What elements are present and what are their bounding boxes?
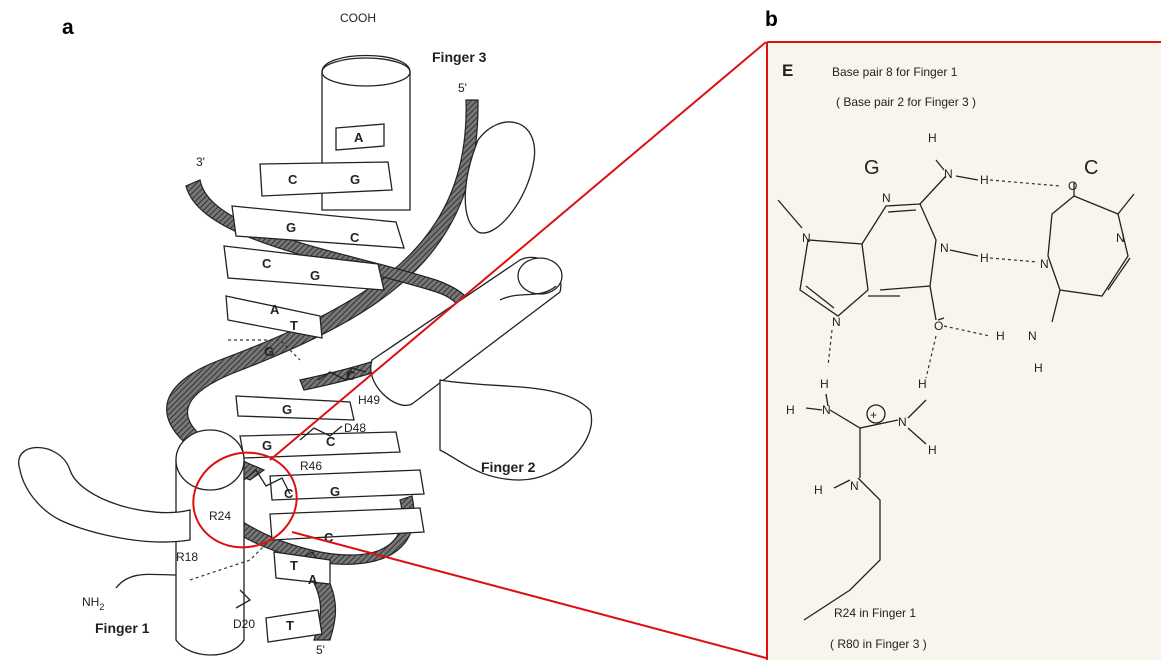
base-letter: T [286,618,294,633]
base-letter: C [288,172,298,187]
atom-label: N [940,241,949,255]
atom-label: O [1068,179,1077,193]
atom-label: H [928,131,937,145]
base-g-label: G [864,157,880,179]
base-letter: G [262,438,272,453]
nh2-label: NH2 [82,595,104,612]
base-letter: G [264,344,274,359]
cooh-label: COOH [340,11,376,25]
panel-b: b E Base pair 8 for Finger 1 ( Base pair… [765,8,1161,660]
atom-label: H [918,377,927,391]
finger2-label: Finger 2 [481,459,536,475]
base-letter: G [286,220,296,235]
atom-label: H [980,251,989,265]
atom-label: N [882,191,891,205]
base-pair-slab [266,610,322,642]
atom-label: N [898,415,907,429]
d48-label: D48 [344,421,366,435]
base-letter: T [290,558,298,573]
panel-b-letter: b [765,8,778,31]
caption-line-1: Base pair 8 for Finger 1 [832,65,958,79]
footer-line-1: R24 in Finger 1 [834,606,916,620]
base-letter: G [282,402,292,417]
finger1-label: Finger 1 [95,620,150,636]
atom-label: N [850,479,859,493]
base-letter: C [326,434,336,449]
base-letter: G [310,268,320,283]
atom-label: N [822,403,831,417]
atom-label: N [1028,329,1037,343]
base-letter: T [290,318,298,333]
caption-line-2: ( Base pair 2 for Finger 3 ) [836,95,976,109]
atom-label: H [1034,361,1043,375]
r24-label: R24 [209,509,231,523]
finger3-label: Finger 3 [432,49,487,65]
base-letter: A [270,302,280,317]
panel-b-header: E [782,61,793,80]
atom-label: N [802,231,811,245]
base-c-label: C [1084,157,1098,179]
atom-label: N [944,167,953,181]
base-pair-slab [236,396,354,420]
base-letter: A [354,130,364,145]
base-pair-slab [232,206,404,248]
base-letter: G [330,484,340,499]
panel-a-letter: a [62,16,74,39]
base-letter: C [262,256,272,271]
base-letter: G [350,172,360,187]
finger1-beta-loop [19,448,190,542]
atom-label: H [980,173,989,187]
base-letter: C [284,486,294,501]
d20-label: D20 [233,617,255,631]
atom-label: H [786,403,795,417]
panel-b-box [767,42,1161,660]
five-prime-bottom-label: 5' [316,643,325,657]
panel-a: a COOH Finger 3 A C [19,11,592,657]
atom-label: H [996,329,1005,343]
five-prime-top-label: 5' [458,81,467,95]
base-letter: C [350,230,360,245]
atom-label: H [928,443,937,457]
atom-label: H [820,377,829,391]
r18-label: R18 [176,550,198,564]
r46-label: R46 [300,459,322,473]
positive-charge-sign: + [870,408,877,422]
atom-label: O [934,319,943,333]
three-prime-label: 3' [196,155,205,169]
atom-label: N [1040,257,1049,271]
h49-label: H49 [358,393,380,407]
atom-label: N [1116,231,1125,245]
nterm-chain [116,574,176,588]
atom-label: N [832,315,841,329]
footer-line-2: ( R80 in Finger 3 ) [830,637,927,651]
atom-label: H [814,483,823,497]
base-letter: A [308,572,318,587]
callout-line-bottom [292,532,766,658]
base-pair-slab [260,162,392,196]
